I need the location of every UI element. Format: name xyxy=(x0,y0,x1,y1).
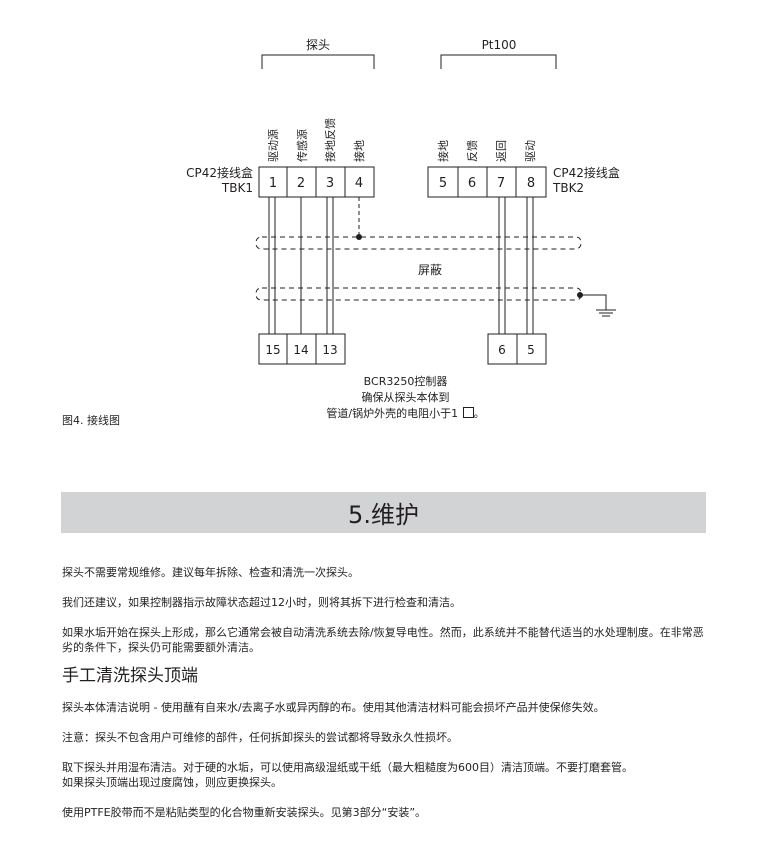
terminal-1: 1 xyxy=(269,176,277,191)
paragraph-6: 取下探头并用湿布清洁。对于硬的水垢，可以使用高级湿纸或干纸（最大粗糙度为600目… xyxy=(62,761,633,789)
shield-cable xyxy=(255,236,582,250)
paragraph-7: 使用PTFE胶带而不是粘贴类型的化合物重新安装探头。见第3部分“安装”。 xyxy=(62,806,427,819)
controller-terminal-6: 6 xyxy=(498,343,506,357)
probe-bracket xyxy=(261,54,375,69)
note-line-3: 管道/锅炉外壳的电阻小于1 。 xyxy=(326,407,485,420)
terminal-8: 8 xyxy=(527,176,535,191)
ground-junction-dot xyxy=(577,292,583,298)
ohm-box-icon xyxy=(462,407,474,418)
label-return: 返回 xyxy=(495,140,508,162)
terminal-6: 6 xyxy=(468,176,476,191)
paragraph-5: 注意：探头不包含用户可维修的部件，任何拆卸探头的尝试都将导致永久性损坏。 xyxy=(62,731,458,744)
terminal-7: 7 xyxy=(497,176,505,191)
controller-terminal-5: 5 xyxy=(527,343,535,357)
controller-terminal-15: 15 xyxy=(265,343,280,357)
paragraph-2: 我们还建议，如果控制器指示故障状态超过12小时，则将其拆下进行检查和清洁。 xyxy=(62,596,461,609)
terminal-4: 4 xyxy=(355,176,363,191)
pt100-header: Pt100 xyxy=(482,38,517,52)
shield-junction-dot xyxy=(356,234,362,240)
subheading: 手工清洗探头顶端 xyxy=(62,666,198,686)
shield-label: 屏蔽 xyxy=(418,263,442,277)
label-drive: 驱动 xyxy=(524,140,537,162)
label-ground-right: 接地 xyxy=(437,140,450,162)
terminal-5: 5 xyxy=(439,176,447,191)
controller-terminal-13: 13 xyxy=(322,343,337,357)
terminal-box-8 xyxy=(515,166,547,198)
label-ground-feedback: 接地反馈 xyxy=(324,118,337,162)
label-sense-source: 传感源 xyxy=(295,129,309,162)
tbk1-id: TBK1 xyxy=(221,181,253,195)
ground-line xyxy=(581,294,607,310)
probe-header: 探头 xyxy=(306,38,330,52)
tbk2-id: TBK2 xyxy=(552,181,584,195)
note-line-1: BCR3250控制器 xyxy=(363,375,448,388)
paragraph-3: 如果水垢开始在探头上形成，那么它通常会被自动清洗系统去除/恢复导电性。然而，此系… xyxy=(62,626,704,654)
section-title-text: 5.维护 xyxy=(348,501,419,529)
controller-terminal-14: 14 xyxy=(293,343,308,357)
note-line-2: 确保从探头本体到 xyxy=(361,391,450,404)
terminal-2: 2 xyxy=(297,176,305,191)
label-drive-source: 驱动源 xyxy=(266,129,280,162)
terminal-3: 3 xyxy=(326,176,334,191)
figure-note: BCR3250控制器 确保从探头本体到 管道/锅炉外壳的电阻小于1 。 xyxy=(0,374,767,422)
controller-box-5 xyxy=(516,333,547,365)
wiring-diagram: 探头 Pt100 驱动源 传感源 接地反馈 接地 接地 反馈 返回 驱动 CP4… xyxy=(186,38,620,365)
label-ground-left: 接地 xyxy=(353,140,366,162)
label-feedback: 反馈 xyxy=(466,140,479,162)
pt100-bracket xyxy=(440,54,557,69)
paragraph-1: 探头不需要常规维修。建议每年拆除、检查和清洗一次探头。 xyxy=(62,566,359,579)
section-body: 探头不需要常规维修。建议每年拆除、检查和清洗一次探头。 我们还建议，如果控制器指… xyxy=(62,565,712,835)
paragraph-4: 探头本体清洁说明 - 使用蘸有自来水/去离子水或异丙醇的布。使用其他清洁材料可能… xyxy=(62,701,605,714)
section-title: 5.维护 xyxy=(61,492,706,533)
tbk1-name: CP42接线盒 xyxy=(186,165,253,180)
figure-caption: 图4. 接线图 xyxy=(62,414,120,427)
controller-box-13 xyxy=(315,333,346,365)
tbk2-name: CP42接线盒 xyxy=(553,165,620,180)
